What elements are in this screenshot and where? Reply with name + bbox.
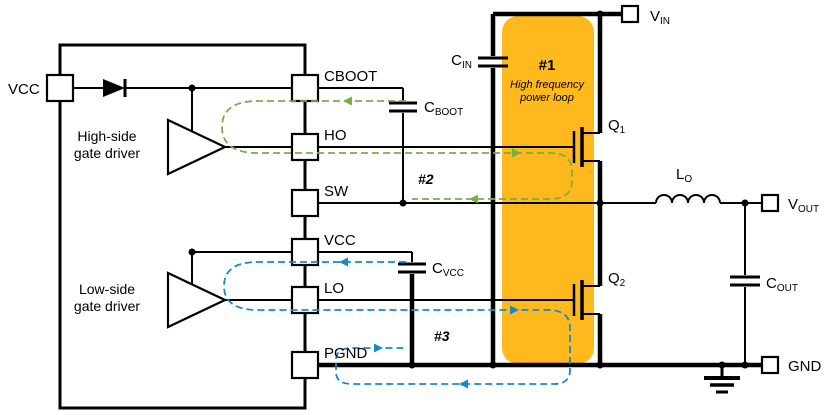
junction-dot <box>489 361 497 369</box>
loop3-arrow <box>459 379 468 389</box>
loop2-path <box>221 100 573 200</box>
pin-box-lo <box>290 285 320 315</box>
cout-label: COUT <box>766 275 798 294</box>
loop1-id-label: #1 <box>539 57 556 74</box>
junction-dots <box>188 10 749 369</box>
junction-dot <box>408 361 416 369</box>
junction-dot <box>596 199 604 207</box>
pin-label-sw: SW <box>324 183 349 200</box>
pin-label-ho: HO <box>324 127 347 144</box>
junction-dot <box>718 361 726 369</box>
junction-dot <box>188 84 196 92</box>
gnd-terminal-label: GND <box>788 358 822 375</box>
cboot-capacitor <box>389 101 417 113</box>
cin-label: CIN <box>451 52 472 71</box>
loop2-arrow <box>512 148 521 158</box>
cvcc-capacitor <box>398 262 426 274</box>
vin-terminal-label: VIN <box>650 8 670 27</box>
loop2-arrow <box>343 96 352 106</box>
loop3-path <box>223 261 571 385</box>
pin-box-ho <box>290 132 320 162</box>
bootstrap-diode <box>103 79 125 97</box>
pin-box-cboot <box>290 73 320 103</box>
gate-driver-ic-outline <box>58 43 307 410</box>
low-side-driver-label-line2: gate driver <box>74 298 140 314</box>
vcc-input-pin-box <box>45 73 75 103</box>
low-side-driver-symbol <box>166 271 228 329</box>
loop3-arrow <box>339 257 348 267</box>
junction-dot <box>741 361 749 369</box>
gnd-terminal-box <box>760 355 780 375</box>
pin-box-sw <box>290 188 320 218</box>
junction-dot <box>399 199 407 207</box>
pin-label-cboot: CBOOT <box>324 68 377 85</box>
power-wires <box>318 11 762 368</box>
high-side-driver-symbol <box>166 118 228 176</box>
high-side-driver-label-line1: High-side <box>77 128 136 144</box>
cvcc-label: CVCC <box>432 260 464 279</box>
cboot-label: CBOOT <box>424 99 463 118</box>
low-side-driver-label-line1: Low-side <box>79 281 135 297</box>
q1-mosfet <box>572 127 584 167</box>
inductor-label: LO <box>676 166 692 185</box>
q2-mosfet <box>572 280 584 320</box>
loop2-id-label: #2 <box>418 171 434 187</box>
junction-dot <box>596 10 604 18</box>
q2-label: Q2 <box>608 270 626 289</box>
vcc-input-label: VCC <box>8 81 40 98</box>
ground-symbol <box>704 365 740 394</box>
pin-label-lo: LO <box>324 280 344 297</box>
pin-box-pgnd <box>290 350 320 380</box>
output-inductor <box>655 194 721 204</box>
loop1-caption-line2: power loop <box>519 92 574 104</box>
power-loop-highlight <box>502 16 594 364</box>
junction-dot <box>596 361 604 369</box>
pin-label-vcc: VCC <box>324 232 356 249</box>
loop2-arrow <box>469 194 478 204</box>
high-side-driver-label-line2: gate driver <box>74 145 140 161</box>
loop3-arrow <box>510 305 519 315</box>
junction-dot <box>188 248 196 256</box>
vin-terminal-box <box>620 4 640 24</box>
cin-capacitor <box>478 56 508 68</box>
cout-capacitor <box>730 275 760 287</box>
loop1-caption-line1: High frequency <box>510 79 585 91</box>
signal-wires <box>73 87 762 365</box>
loop3-arrow <box>374 343 383 353</box>
q1-label: Q1 <box>608 117 626 136</box>
pin-label-pgnd: PGND <box>324 345 368 362</box>
loop3-id-label: #3 <box>434 328 450 344</box>
vout-terminal-label: VOUT <box>788 196 819 215</box>
pin-box-vcc <box>290 237 320 267</box>
junction-dot <box>741 199 749 207</box>
vout-terminal-box <box>760 193 780 213</box>
